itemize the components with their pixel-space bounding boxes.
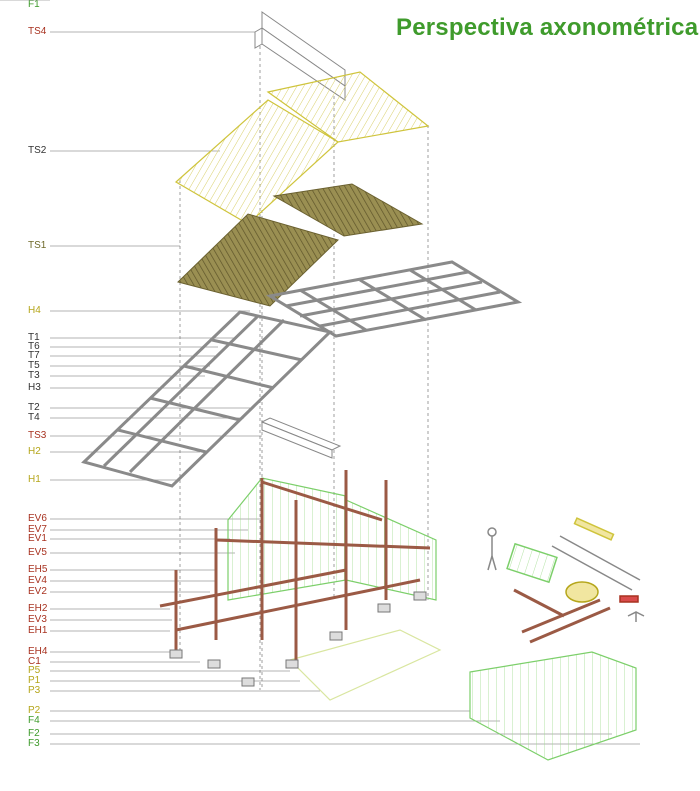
diagram-title: Perspectiva axonométrica — [396, 14, 699, 41]
label-eh4: EH4 — [28, 646, 48, 657]
label-ev2: EV2 — [28, 586, 47, 597]
label-f4: F4 — [28, 715, 40, 726]
label-h4: H4 — [28, 305, 41, 316]
label-eh2: EH2 — [28, 603, 48, 614]
label-p2: P2 — [28, 705, 41, 716]
lower-roof-frame — [81, 310, 334, 488]
label-p5: P5 — [28, 665, 41, 676]
label-t4: T4 — [28, 412, 40, 423]
label-t7: T7 — [28, 350, 40, 361]
label-ev1: EV1 — [28, 533, 47, 544]
label-ev5: EV5 — [28, 547, 47, 558]
timber-frame — [159, 470, 431, 660]
label-eh5: EH5 — [28, 564, 48, 575]
upper-roof-frame — [265, 260, 523, 338]
label-c1: C1 — [28, 656, 41, 667]
label-t6: T6 — [28, 341, 40, 352]
label-t5: T5 — [28, 360, 40, 371]
footings — [169, 591, 427, 687]
leader-lines — [0, 0, 640, 745]
label-p3: P3 — [28, 685, 41, 696]
label-h3: H3 — [28, 382, 41, 393]
label-ts2: TS2 — [28, 145, 47, 156]
label-ev7: EV7 — [28, 524, 47, 535]
wall-panels — [227, 477, 637, 761]
ts1-roof-panels — [177, 183, 424, 307]
label-t3: T3 — [28, 370, 40, 381]
label-p1: P1 — [28, 675, 41, 686]
label-ev3: EV3 — [28, 614, 47, 625]
label-ts4: TS4 — [28, 26, 47, 37]
ts2-roof-panels — [174, 71, 430, 225]
label-t2: T2 — [28, 402, 40, 413]
label-ev4: EV4 — [28, 575, 47, 586]
parts-kit — [487, 517, 645, 644]
label-f1: F1 — [28, 0, 40, 10]
label-ts3: TS3 — [28, 430, 47, 441]
label-f2: F2 — [28, 728, 40, 739]
ts3-beam — [260, 417, 342, 459]
label-eh1: EH1 — [28, 625, 48, 636]
label-h2: H2 — [28, 446, 41, 457]
label-ts1: TS1 — [28, 240, 47, 251]
label-f3: F3 — [28, 738, 40, 749]
label-t1: T1 — [28, 332, 40, 343]
label-ev6: EV6 — [28, 513, 47, 524]
label-h1: H1 — [28, 474, 41, 485]
